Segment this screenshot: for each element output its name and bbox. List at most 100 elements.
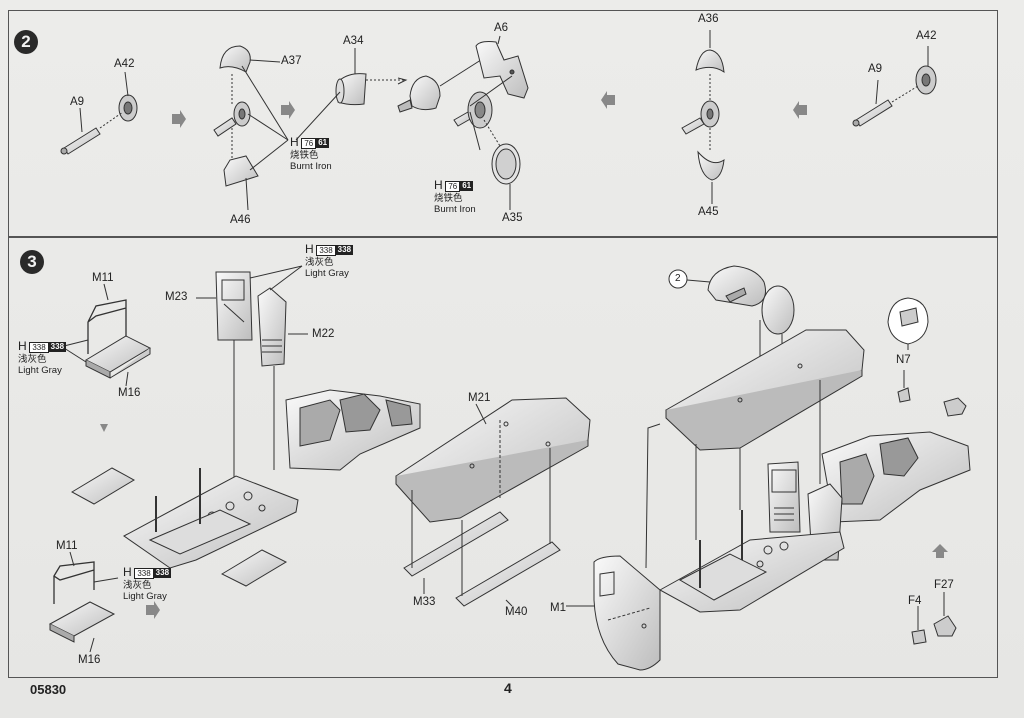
part-label-a6: A6 (494, 22, 509, 34)
part-label-a34: A34 (343, 35, 364, 47)
cockpit-tub-left (285, 389, 421, 471)
paint-code-box: 338 (29, 341, 49, 353)
paint-name-en: Burnt Iron (434, 204, 476, 215)
small-box-part (943, 397, 967, 417)
a9-shaft-left (60, 127, 101, 155)
step-2-number: 2 (14, 30, 38, 54)
part-label-a9: A9 (70, 96, 85, 108)
step-2-subassembly (707, 265, 795, 335)
cockpit-tub-right (821, 431, 971, 523)
covered-shaft-assembly (397, 75, 441, 113)
paint-code-box-dark: 338 (153, 568, 172, 579)
m11-frame-top (87, 299, 127, 354)
right-deck (665, 329, 865, 451)
part-label-a35: A35 (502, 212, 523, 224)
m33-bar (403, 511, 509, 577)
paint-code-box: 338 (134, 567, 154, 579)
paint-name-cn: 浅灰色 (305, 256, 334, 268)
m21-deck (395, 397, 591, 523)
arrow-left-icon (793, 101, 807, 119)
a37-cover (219, 45, 251, 73)
a35-disc (491, 143, 521, 185)
part-label-f4: F4 (908, 595, 922, 607)
step-2-panel (8, 10, 998, 238)
part-label-a46: A46 (230, 214, 251, 226)
paint-code-box: 338 (316, 244, 336, 256)
a36-cap (695, 49, 725, 74)
paint-name-cn: 浅灰色 (18, 353, 47, 365)
arrow-right-icon (172, 110, 186, 128)
a6-panel (475, 41, 529, 99)
step-3-panel (8, 236, 998, 678)
part-label-m11: M11 (92, 272, 114, 284)
arrow-left-icon (601, 91, 615, 109)
a46-bracket (223, 155, 259, 187)
m40-bar (455, 541, 561, 607)
n7-callout (887, 297, 929, 350)
ref-step-number: 2 (675, 273, 681, 284)
m11-frame-bottom (53, 561, 95, 604)
part-label-m40: M40 (505, 606, 528, 618)
m23-panel-installed (767, 461, 801, 533)
part-label-a37: A37 (281, 55, 302, 67)
f4-part (911, 629, 927, 645)
m1-door (593, 555, 661, 671)
part-label-m23: M23 (165, 291, 188, 303)
floor-tray-right (658, 531, 845, 613)
part-label-m1: M1 (550, 602, 566, 614)
ref-step-2-circle (668, 269, 688, 289)
arrow-right-icon (146, 601, 160, 619)
paint-name-en: Light Gray (123, 591, 167, 602)
m16-plate-top (84, 335, 152, 379)
n7-part (897, 387, 911, 403)
paint-code-box-dark: 61 (316, 138, 330, 149)
a45-cap (697, 150, 725, 181)
part-label-f27: F27 (934, 579, 954, 591)
part-label-a36: A36 (698, 13, 719, 25)
shaft-disc-right-mid (453, 91, 493, 129)
floor-tray-left (123, 475, 299, 569)
paint-code-box: 76 (445, 180, 461, 192)
paint-code-box-dark: 61 (460, 181, 474, 192)
part-label-m16: M16 (118, 387, 141, 399)
paint-name-cn: 烧铁色 (434, 192, 463, 204)
part-label-m16-bottom: M16 (78, 654, 101, 666)
arrow-up-icon (932, 544, 948, 558)
paint-code-box-dark: 338 (335, 245, 354, 256)
part-label-m11-bottom: M11 (56, 540, 78, 552)
m16-plate-bottom (48, 601, 116, 643)
a42-disc-right (915, 65, 937, 95)
paint-name-en: Burnt Iron (290, 161, 332, 172)
f27-part (933, 615, 957, 637)
a42-disc-left (118, 94, 138, 122)
a34-cylinder (335, 73, 367, 106)
pad-lower-left (220, 549, 288, 587)
m23-panel (215, 271, 253, 341)
paint-name-en: Light Gray (305, 268, 349, 279)
paint-name-cn: 浅灰色 (123, 579, 152, 591)
part-label-a42: A42 (114, 58, 135, 70)
part-label-n7: N7 (896, 354, 911, 366)
paint-code-box: 76 (301, 137, 317, 149)
m22-panel (257, 287, 287, 367)
part-label-a45: A45 (698, 206, 719, 218)
kit-code: 05830 (30, 682, 67, 697)
shaft-disc-right (681, 100, 720, 135)
paint-name-en: Light Gray (18, 365, 62, 376)
part-label-m21: M21 (468, 392, 491, 404)
arrow-right-icon (281, 101, 295, 119)
paint-name-cn: 烧铁色 (290, 149, 319, 161)
part-label-a9-right: A9 (868, 63, 883, 75)
part-label-a42-right: A42 (916, 30, 937, 42)
step-3-number: 3 (20, 250, 44, 274)
part-label-m22: M22 (312, 328, 335, 340)
pad-upper-left (70, 467, 136, 505)
shaft-assembly-mid (213, 101, 251, 137)
